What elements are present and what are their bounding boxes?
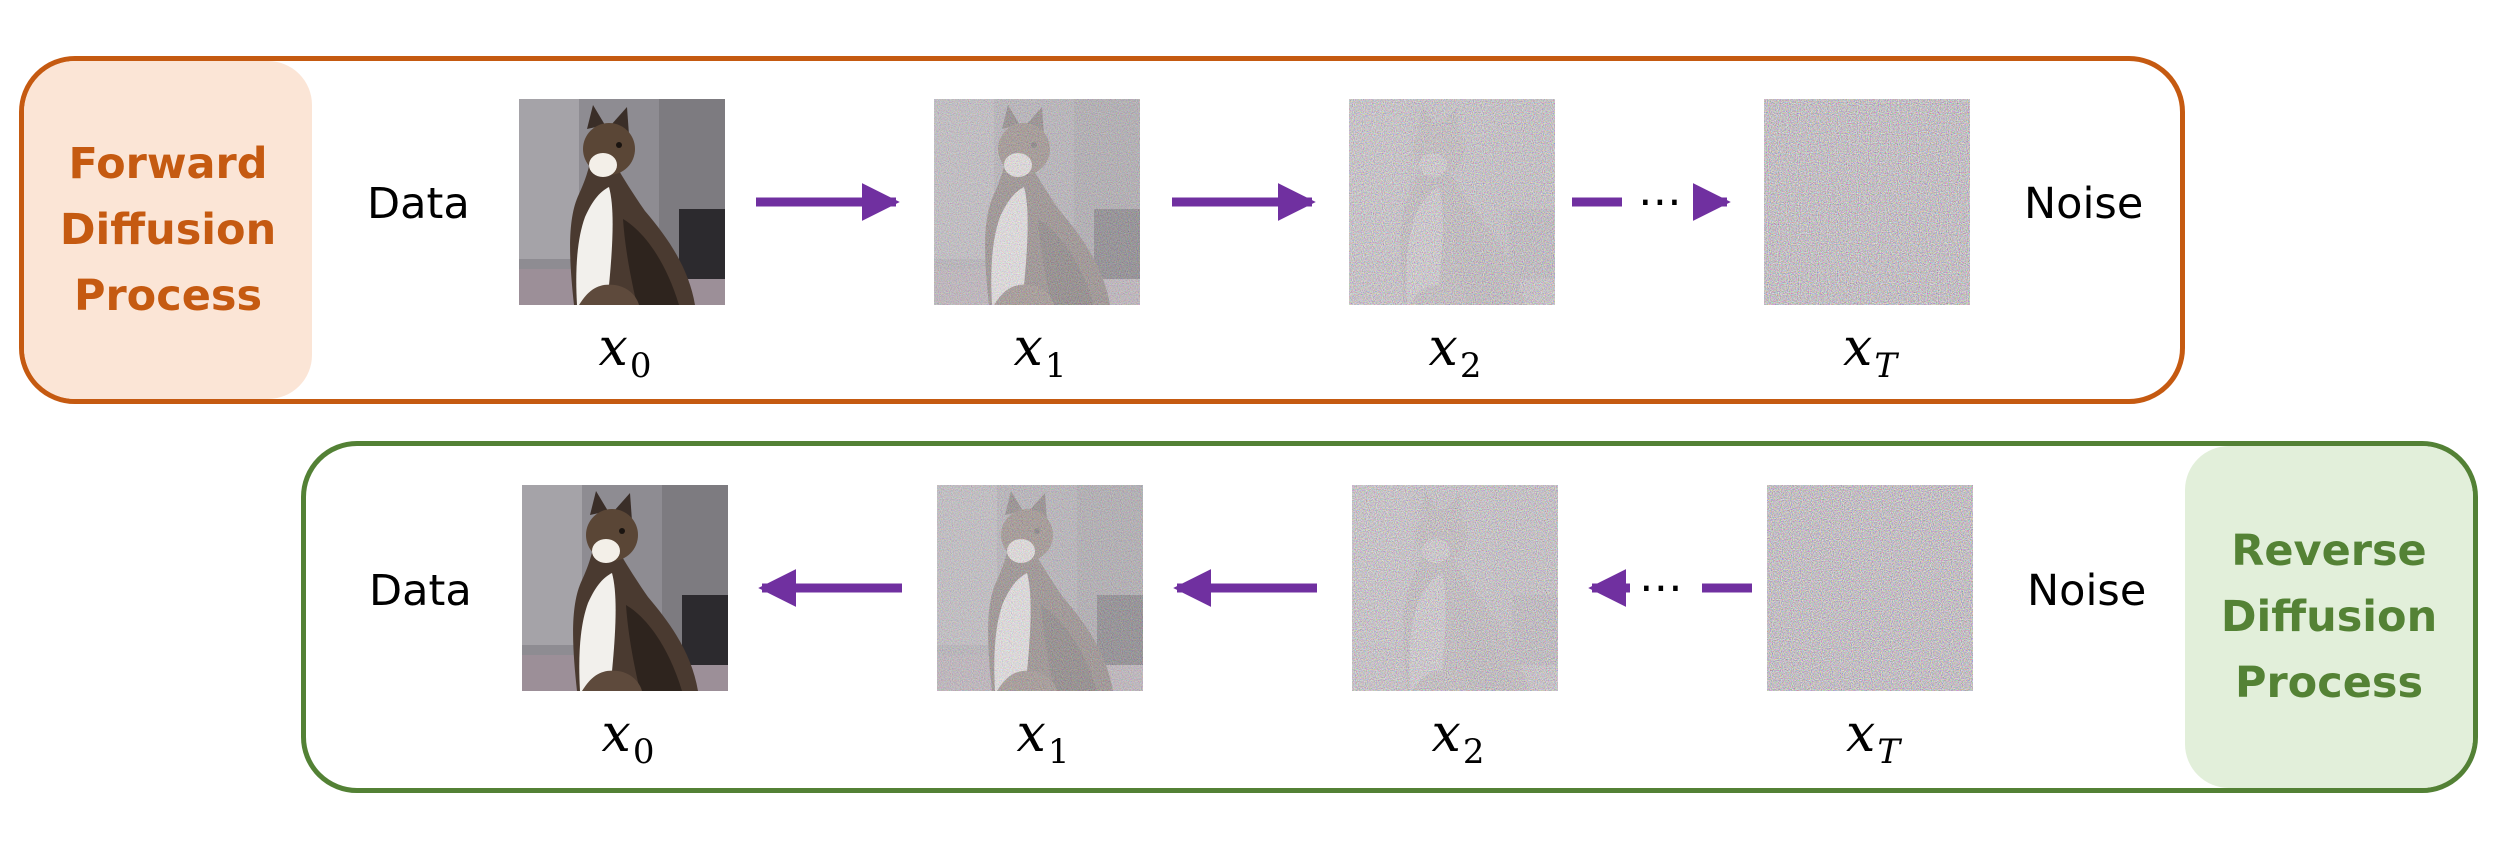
noise-overlay (1767, 485, 1973, 691)
reverse-process-title: Reverse Diffusion Process (2221, 518, 2437, 716)
reverse-data-label: Data (369, 566, 472, 616)
forward-process-title: Forward Diffusion Process (60, 131, 276, 329)
forward-image-x0 (519, 99, 725, 305)
reverse-image-x1 (937, 485, 1143, 691)
reverse-title-line-1: Reverse (2231, 526, 2427, 576)
forward-image-x2 (1349, 99, 1555, 305)
forward-image-xT (1764, 99, 1970, 305)
reverse-var-x2: x2 (1431, 704, 1485, 772)
forward-noise-label: Noise (2024, 179, 2144, 229)
tile-canvas (522, 485, 728, 691)
tile-canvas (937, 485, 1143, 691)
reverse-image-xT (1767, 485, 1973, 691)
forward-image-x1 (934, 99, 1140, 305)
forward-var-x0: x0 (598, 318, 652, 386)
noise-overlay (1349, 99, 1555, 305)
noise-overlay (1352, 485, 1558, 691)
forward-var-x1: x1 (1013, 318, 1067, 386)
forward-process-label-box: Forward Diffusion Process (24, 61, 312, 399)
forward-var-xT: xT (1842, 318, 1898, 386)
noise-overlay (1764, 99, 1970, 305)
reverse-var-xT: xT (1845, 704, 1901, 772)
forward-title-line-1: Forward (68, 139, 268, 189)
noise-overlay (937, 485, 1143, 691)
reverse-title-line-3: Process (2234, 658, 2424, 708)
reverse-image-x2 (1352, 485, 1558, 691)
forward-title-line-3: Process (73, 271, 263, 321)
reverse-image-x0 (522, 485, 728, 691)
tile-canvas (934, 99, 1140, 305)
forward-title-line-2: Diffusion (59, 205, 277, 255)
tile-canvas (519, 99, 725, 305)
tile-canvas (1352, 485, 1558, 691)
noise-overlay (934, 99, 1140, 305)
reverse-var-x0: x0 (601, 704, 655, 772)
reverse-process-label-box: Reverse Diffusion Process (2185, 446, 2473, 788)
reverse-var-x1: x1 (1016, 704, 1070, 772)
tile-canvas (1764, 99, 1970, 305)
reverse-title-line-2: Diffusion (2220, 592, 2438, 642)
reverse-noise-label: Noise (2027, 566, 2147, 616)
forward-data-label: Data (367, 179, 470, 229)
tile-canvas (1767, 485, 1973, 691)
tile-canvas (1349, 99, 1555, 305)
forward-var-x2: x2 (1428, 318, 1482, 386)
